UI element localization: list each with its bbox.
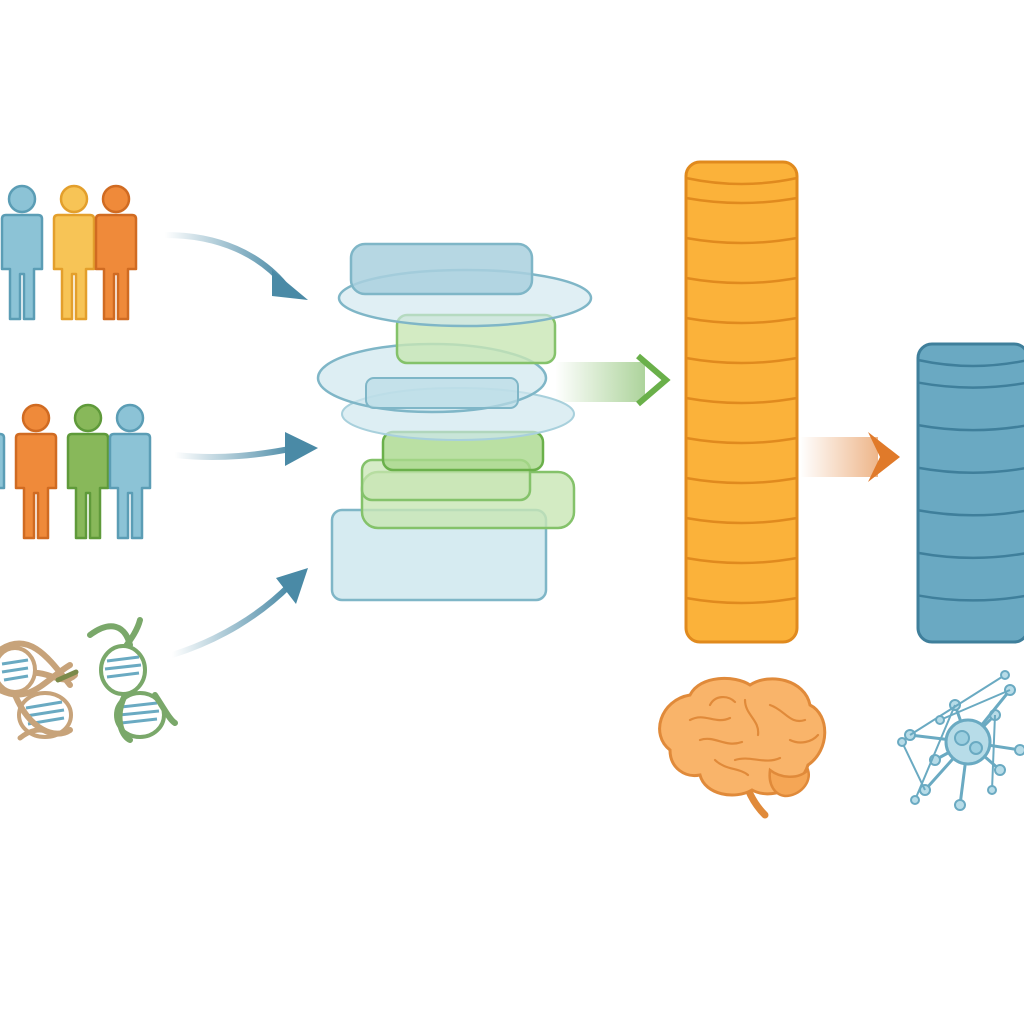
brain-icon [658, 676, 827, 819]
column-segment-line [685, 596, 798, 605]
column-segment-line [685, 236, 798, 245]
network-node [1000, 670, 1010, 680]
arrow-bottom [169, 568, 308, 658]
column-segment-line [685, 356, 798, 365]
column-segment-line [685, 396, 798, 405]
column-segment-line [685, 516, 798, 525]
orange-data-column [684, 160, 799, 644]
network-node [987, 785, 997, 795]
column-segment-line [917, 423, 1024, 432]
column-segment-line [917, 466, 1024, 474]
network-node [935, 715, 945, 725]
network-node [910, 795, 920, 805]
dna-icon [0, 640, 79, 741]
network-node [897, 737, 907, 747]
column-segment-line [685, 316, 798, 325]
column-segment-line [917, 551, 1024, 560]
person-icon [0, 432, 6, 490]
person-icon [52, 184, 96, 321]
arrow-to-orange-column [555, 353, 671, 407]
stack-top-layer [349, 242, 534, 296]
column-segment-line [917, 509, 1024, 517]
dna-icon [87, 617, 178, 743]
integration-layer-stack [316, 242, 593, 602]
arrow-to-blue-column [800, 432, 900, 482]
stack-blue-layer [365, 377, 519, 409]
blue-data-column [916, 342, 1024, 644]
arrow-middle [172, 432, 318, 466]
column-segment-line [917, 594, 1024, 602]
column-segment-line [685, 196, 798, 205]
people-group-middle [0, 403, 152, 540]
person-icon [0, 184, 44, 321]
column-segment-line [685, 276, 798, 285]
column-segment-line [685, 436, 798, 445]
network-node [1014, 744, 1024, 756]
people-group-top [0, 184, 138, 321]
person-icon [66, 403, 110, 540]
column-segment-line [685, 476, 798, 485]
network-node [994, 764, 1006, 776]
person-icon [14, 403, 58, 540]
person-icon [108, 403, 152, 540]
network-node [954, 799, 966, 811]
column-segment-line [917, 381, 1024, 389]
column-segment-line [685, 556, 798, 565]
arrow-top [162, 232, 308, 300]
neural-network-icon [897, 670, 1024, 811]
person-icon [94, 184, 138, 321]
